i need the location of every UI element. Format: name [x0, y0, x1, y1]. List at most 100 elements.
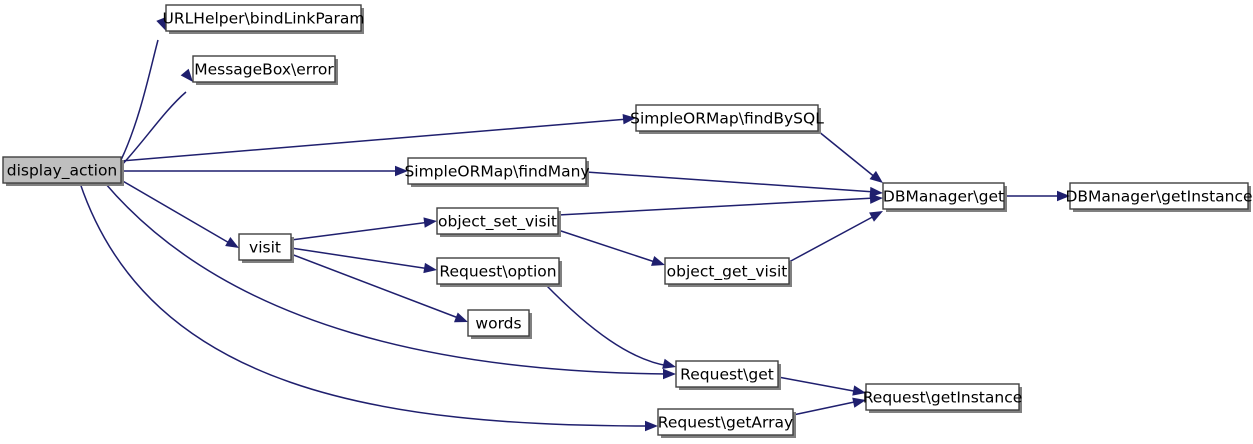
- node-object_get_visit[interactable]: object_get_visit: [664, 257, 792, 287]
- nodes-layer: display_action URLHelper\bindLinkParamMes…: [2, 4, 1253, 438]
- edge-arrowhead: [395, 165, 408, 177]
- node-label: object_get_visit: [667, 263, 788, 282]
- node-label: Request\option: [439, 263, 556, 281]
- edge-line: [120, 91, 187, 167]
- node-box[interactable]: [865, 383, 1020, 411]
- edge-arrowhead: [1057, 190, 1070, 202]
- node-label: object_set_visit: [438, 213, 557, 232]
- node-box[interactable]: [657, 408, 794, 436]
- node-url_helper_bindlinkparam[interactable]: URLHelper\bindLinkParam: [163, 4, 365, 34]
- edge-line: [788, 213, 879, 263]
- node-box[interactable]: [2, 156, 122, 184]
- node-dbmanager_getinstance[interactable]: DBManager\getInstance: [1065, 182, 1253, 212]
- edge-arrowhead: [651, 256, 665, 266]
- node-simpleormap_findmany[interactable]: SimpleORMap\findMany: [404, 157, 590, 187]
- node-label: SimpleORMap\findMany: [404, 163, 589, 181]
- node-box[interactable]: [1069, 182, 1249, 210]
- edge-line: [290, 253, 462, 320]
- edge-object_set_visit-to-object_get_visit: [557, 229, 665, 266]
- node-request_getinstance[interactable]: Request\getInstance: [863, 383, 1023, 413]
- node-label: Request\getInstance: [863, 389, 1023, 407]
- edge-arrowhead: [645, 420, 658, 432]
- edge-arrowhead: [869, 170, 883, 183]
- edge-arrowhead: [423, 262, 437, 274]
- node-request_get[interactable]: Request\get: [675, 360, 781, 390]
- edge-arrowhead: [662, 358, 676, 369]
- edge-line: [120, 39, 159, 161]
- edge-line: [120, 179, 232, 245]
- edge-arrowhead: [622, 113, 636, 125]
- edge-request_get-to-request_getinstance: [777, 376, 866, 396]
- node-request_getarray[interactable]: Request\getArray: [657, 408, 796, 438]
- edge-arrowhead: [180, 68, 193, 82]
- edge-line: [79, 182, 651, 427]
- node-label: DBManager\get: [883, 188, 1004, 206]
- edge-line: [585, 171, 876, 193]
- edge-display_action-to-request_get: [104, 182, 676, 380]
- edge-arrowhead: [663, 368, 676, 380]
- edge-line: [557, 229, 659, 264]
- node-label: DBManager\getInstance: [1065, 188, 1252, 206]
- edge-dbmanager_get-to-dbmanager_getinstance: [1004, 190, 1070, 202]
- edge-request_option-to-request_get: [544, 283, 676, 369]
- edge-line: [290, 221, 431, 241]
- edge-visit-to-request_option: [290, 247, 437, 274]
- node-dbmanager_get[interactable]: DBManager\get: [882, 182, 1007, 212]
- node-messagebox_error[interactable]: MessageBox\error: [192, 55, 338, 85]
- node-object_set_visit[interactable]: object_set_visit: [436, 207, 561, 237]
- edge-display_action-to-request_getarray: [79, 182, 658, 432]
- edge-simpleormap_findbysql-to-dbmanager_get: [817, 130, 883, 183]
- edge-display_action-to-simpleormap_findbysql: [120, 113, 636, 162]
- node-label: words: [475, 315, 521, 333]
- node-words[interactable]: words: [467, 309, 532, 339]
- node-visit[interactable]: visit: [238, 233, 294, 263]
- node-box[interactable]: [635, 104, 819, 132]
- edge-arrowhead: [453, 312, 468, 323]
- edge-line: [557, 197, 876, 216]
- node-label: display_action: [7, 162, 118, 181]
- edge-line: [817, 130, 877, 179]
- node-box[interactable]: [165, 4, 362, 32]
- node-box[interactable]: [407, 157, 587, 185]
- edge-arrowhead: [869, 193, 883, 204]
- node-box[interactable]: [664, 257, 790, 285]
- node-box[interactable]: [436, 207, 559, 235]
- edge-simpleormap_findmany-to-dbmanager_get: [585, 171, 883, 198]
- edge-arrowhead: [156, 16, 166, 31]
- edge-visit-to-object_set_visit: [290, 217, 437, 241]
- edge-line: [544, 283, 670, 367]
- node-box[interactable]: [238, 233, 292, 261]
- node-box[interactable]: [436, 257, 560, 285]
- node-box[interactable]: [675, 360, 779, 388]
- node-label: SimpleORMap\findBySQL: [630, 110, 824, 128]
- edge-display_action-to-visit: [120, 179, 239, 248]
- edge-line: [777, 376, 860, 393]
- edge-line: [792, 400, 860, 416]
- edge-object_get_visit-to-dbmanager_get: [788, 211, 883, 263]
- node-request_option[interactable]: Request\option: [436, 257, 562, 287]
- node-label: Request\get: [680, 366, 774, 384]
- node-box[interactable]: [467, 309, 530, 337]
- node-label: MessageBox\error: [194, 61, 334, 79]
- edge-visit-to-words: [290, 253, 468, 323]
- node-simpleormap_findbysql[interactable]: SimpleORMap\findBySQL: [630, 104, 824, 134]
- edge-line: [120, 118, 629, 162]
- edge-display_action-to-url_helper_bindlinkparam: [120, 16, 166, 161]
- node-box[interactable]: [192, 55, 336, 83]
- node-label: visit: [249, 239, 281, 257]
- node-label: URLHelper\bindLinkParam: [163, 10, 365, 28]
- node-box[interactable]: [882, 182, 1005, 210]
- node-label: Request\getArray: [658, 414, 793, 432]
- edge-request_getarray-to-request_getinstance: [792, 397, 866, 416]
- edge-arrowhead: [423, 217, 437, 228]
- edge-arrowhead: [852, 397, 866, 408]
- node-display_action[interactable]: display_action: [2, 156, 124, 186]
- edge-display_action-to-simpleormap_findmany: [121, 165, 408, 177]
- edge-line: [104, 182, 669, 375]
- edge-object_set_visit-to-dbmanager_get: [557, 193, 883, 216]
- edges-layer: [79, 16, 1070, 432]
- edge-display_action-to-messagebox_error: [120, 68, 193, 167]
- edge-arrowhead: [852, 385, 866, 396]
